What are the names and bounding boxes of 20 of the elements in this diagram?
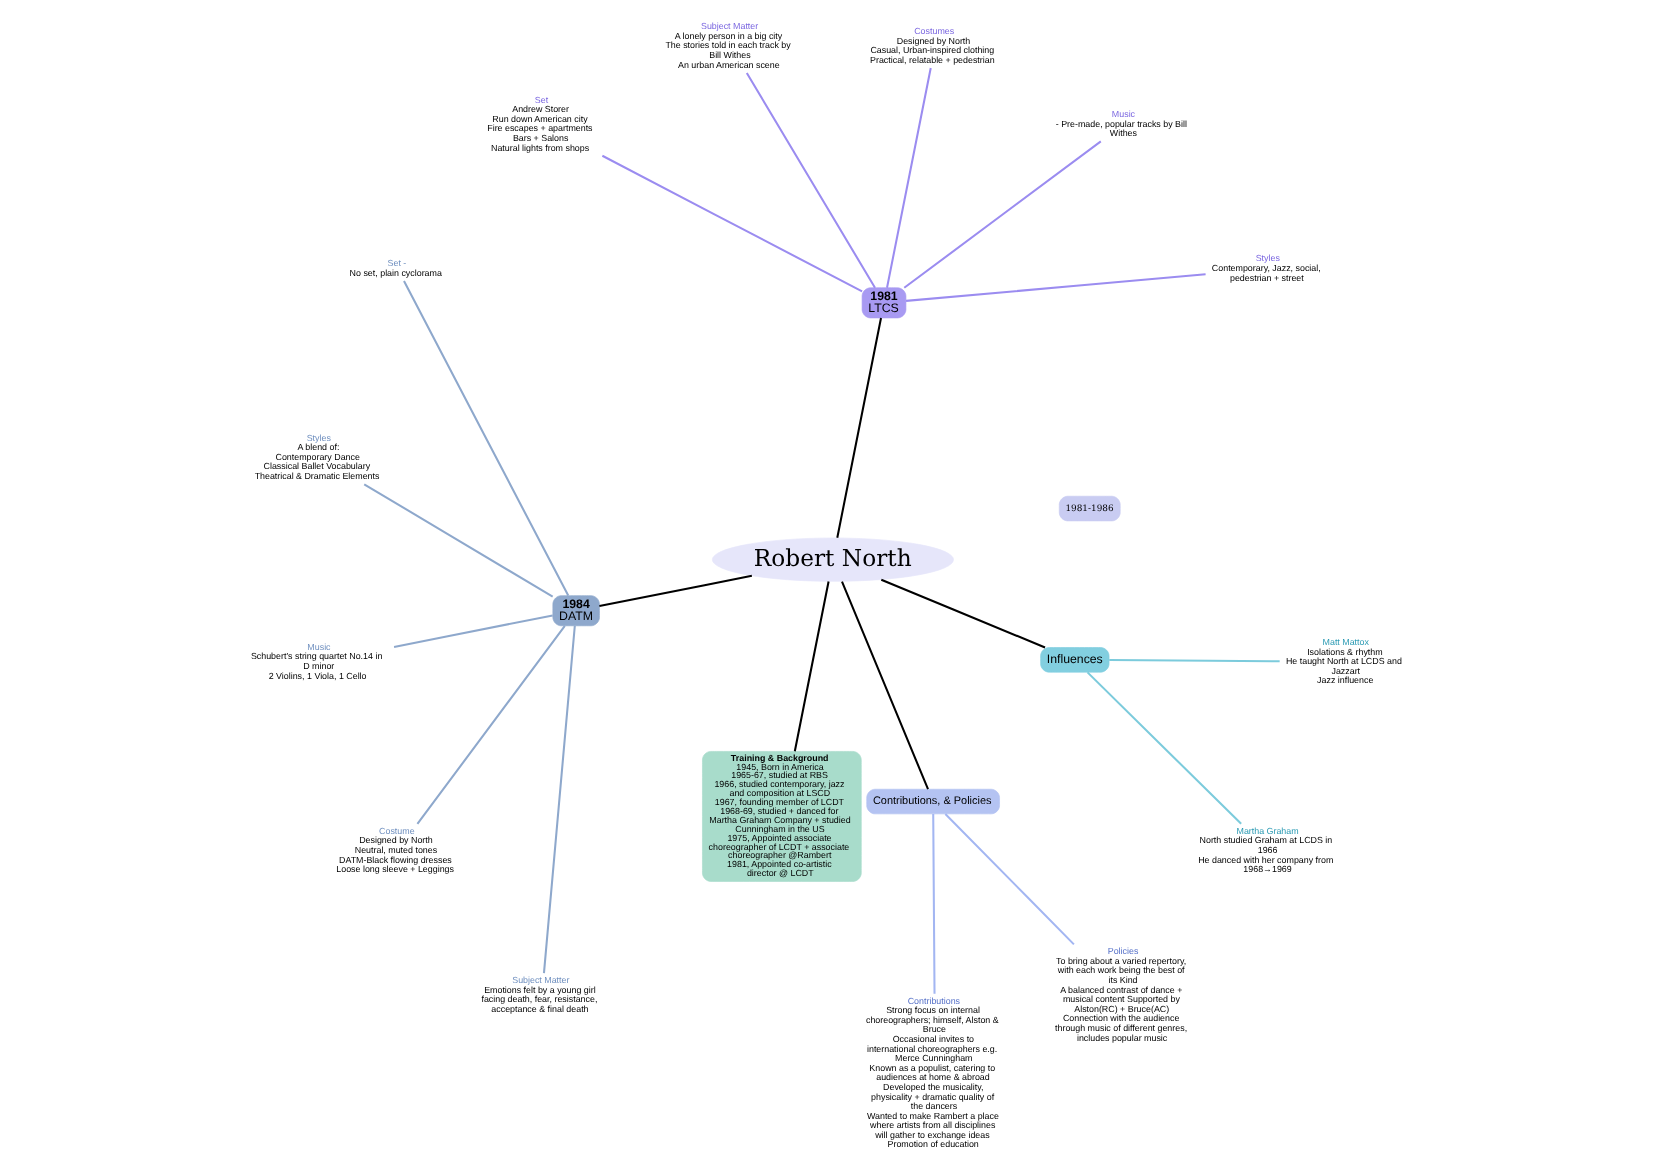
connector	[1108, 659, 1279, 663]
connector	[835, 317, 881, 538]
connector	[600, 154, 862, 293]
connector	[744, 72, 875, 289]
connector	[904, 273, 1205, 302]
connector	[415, 625, 565, 825]
connector	[1085, 671, 1241, 825]
connector	[362, 483, 553, 598]
connector	[840, 581, 928, 790]
connector	[792, 581, 829, 752]
connector	[598, 574, 752, 608]
connector	[402, 280, 569, 597]
connector	[902, 140, 1101, 289]
connector	[943, 813, 1074, 946]
connector	[931, 813, 935, 994]
node-ellipse: Robert North	[711, 537, 953, 582]
connector	[885, 67, 931, 288]
connector	[879, 578, 1045, 649]
connector	[392, 614, 552, 648]
connector	[541, 625, 575, 974]
